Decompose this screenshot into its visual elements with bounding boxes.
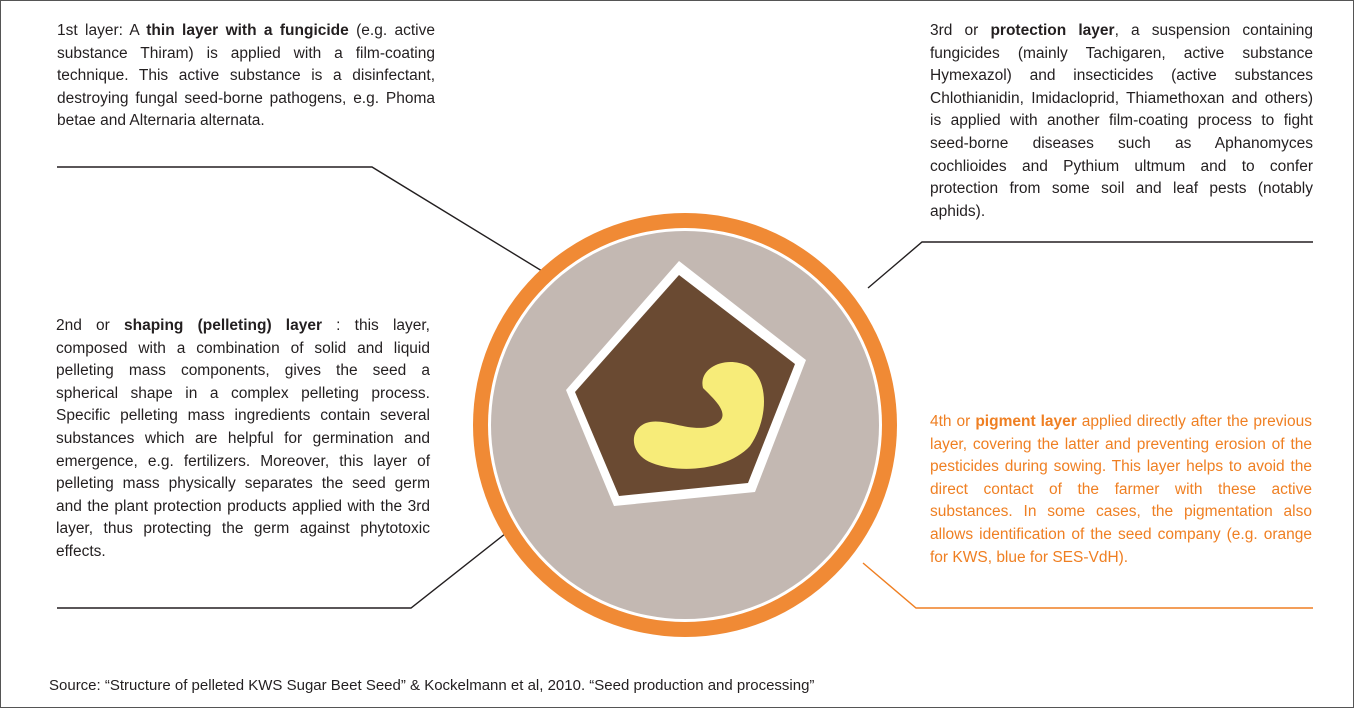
seed-germ — [633, 361, 764, 469]
fourth-layer-title: pigment layer — [975, 413, 1077, 430]
leader-line-layer-3 — [867, 241, 1313, 289]
third-layer-title: protection layer — [990, 22, 1115, 39]
fourth-layer-description: 4th or pigment layer applied directly af… — [930, 413, 1312, 566]
first-layer-description: 1st layer: A thin layer with a fungicide… — [57, 22, 435, 130]
source-caption: Source: “Structure of pelleted KWS Sugar… — [49, 677, 815, 694]
first-layer-title: thin layer with a fungicide — [146, 22, 349, 39]
leader-line-layer-4 — [862, 562, 1313, 609]
second-layer-description: 2nd or shaping (pelleting) layer : this … — [56, 317, 430, 560]
second-layer-title: shaping (pelleting) layer — [123, 317, 322, 334]
third-layer-description: 3rd or protection layer, a suspension co… — [930, 22, 1313, 220]
